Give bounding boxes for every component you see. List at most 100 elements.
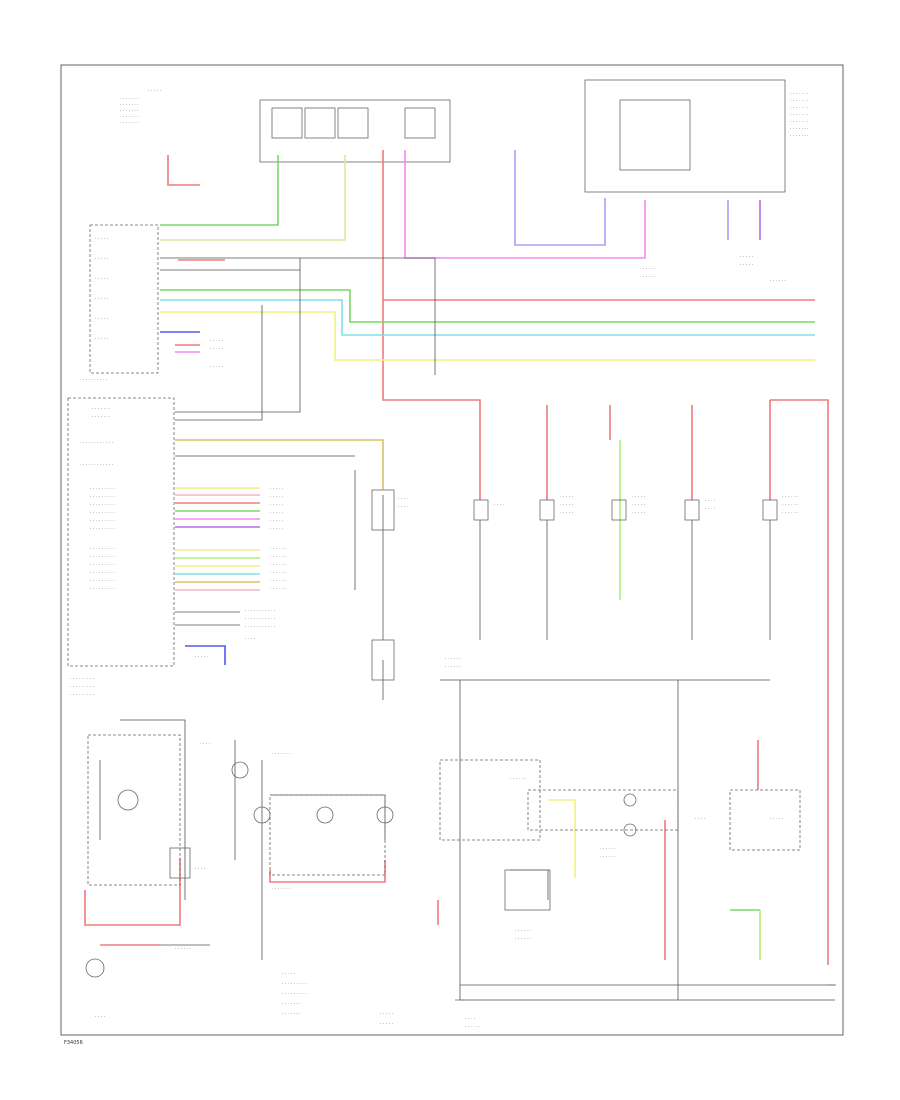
svg-text:· · · · · · · · ·: · · · · · · · · · (90, 527, 114, 532)
svg-text:· · · · ·: · · · · · (632, 495, 645, 500)
svg-text:· · · · · · · · ·: · · · · · · · · · (282, 982, 306, 987)
fuse-block-top: · · · · · · · · · · · · · · · · · · · · … (120, 79, 809, 193)
svg-text:· · · · · ·: · · · · · · (510, 777, 526, 782)
svg-text:· · · ·: · · · · (695, 817, 705, 822)
svg-text:· · · · · ·: · · · · · · (600, 855, 616, 860)
wire-gray (99, 257, 835, 1001)
svg-text:· · · · · · · · ·: · · · · · · · · · (90, 571, 114, 576)
svg-text:· · · · · · · · ·: · · · · · · · · · (90, 487, 114, 492)
svg-text:· · · · · · ·: · · · · · · · (92, 415, 111, 420)
svg-text:· · · · ·: · · · · · (95, 337, 108, 342)
svg-text:· · · · ·: · · · · · (210, 347, 223, 352)
svg-text:· · · · · · · · ·: · · · · · · · · · (90, 503, 114, 508)
svg-text:· · · · ·: · · · · · (195, 655, 208, 660)
svg-text:· · · · ·: · · · · · (95, 257, 108, 262)
wire-lavender (514, 150, 729, 246)
svg-text:· · · · · · ·: · · · · · · · (272, 887, 291, 892)
svg-text:· · · · ·: · · · · · (632, 511, 645, 516)
svg-text:· · · · · · · · ·: · · · · · · · · · (90, 519, 114, 524)
svg-text:· · · · ·: · · · · · (270, 487, 283, 492)
svg-text:· · · · ·: · · · · · (270, 503, 283, 508)
svg-text:· · · · · ·: · · · · · · (175, 947, 191, 952)
svg-text:· · · · · · ·: · · · · · · · (790, 92, 809, 97)
svg-text:· · · · ·: · · · · · (380, 1022, 393, 1027)
svg-text:· · · · ·: · · · · · (560, 511, 573, 516)
svg-text:· · · ·: · · · · (95, 1015, 105, 1020)
svg-text:· · · · · · · · · ·: · · · · · · · · · · (80, 378, 107, 383)
wire-blue (160, 200, 761, 665)
svg-text:· · · ·: · · · · (195, 867, 205, 872)
svg-text:· · · · · ·: · · · · · · (445, 657, 461, 662)
svg-text:· · · · · · · · ·: · · · · · · · · · (70, 685, 94, 690)
svg-text:· · · · · · · · ·: · · · · · · · · · (90, 547, 114, 552)
svg-text:· · · · ·: · · · · · (148, 89, 161, 94)
svg-text:· · · · · ·: · · · · · · (270, 547, 286, 552)
svg-text:· · · · ·: · · · · · (95, 317, 108, 322)
svg-text:· · · · · ·: · · · · · · (270, 587, 286, 592)
svg-text:· · · · · · · · ·: · · · · · · · · · (282, 992, 306, 997)
wire-red-main (84, 150, 829, 965)
svg-text:· · · · · ·: · · · · · · (515, 937, 531, 942)
svg-text:· · · · · · ·: · · · · · · · (282, 1012, 301, 1017)
svg-text:· · · · · ·: · · · · · · (515, 929, 531, 934)
svg-text:· · · · · · ·: · · · · · · · (790, 99, 809, 104)
svg-text:· · · · · ·: · · · · · · (640, 275, 656, 280)
svg-text:· · · · · ·: · · · · · · (445, 665, 461, 670)
svg-text:· · · · ·: · · · · · (270, 519, 283, 524)
svg-text:· · · · · ·: · · · · · · (465, 1025, 481, 1030)
svg-text:· · · · ·: · · · · · (270, 527, 283, 532)
diagram-code: F34056 (64, 1040, 83, 1046)
svg-text:· · · · ·: · · · · · (770, 817, 783, 822)
lamp-bulbs (85, 761, 637, 978)
svg-text:· · · · · ·: · · · · · · (782, 495, 798, 500)
svg-text:· · · · · · ·: · · · · · · · (120, 103, 139, 108)
wire-yellow (160, 155, 815, 878)
svg-text:· · · · · ·: · · · · · · (640, 267, 656, 272)
svg-text:· · · · ·: · · · · · (270, 511, 283, 516)
svg-text:· · · · · · ·: · · · · · · · (120, 97, 139, 102)
svg-text:· · · · ·: · · · · · (210, 365, 223, 370)
svg-text:· · · · · · · · · · ·: · · · · · · · · · · · (245, 609, 275, 614)
svg-text:· · · · · · ·: · · · · · · · (790, 134, 809, 139)
ground-symbols (160, 944, 836, 1001)
svg-text:· · · · · · · · ·: · · · · · · · · · (90, 511, 114, 516)
svg-text:· · · · · · ·: · · · · · · · (790, 127, 809, 132)
svg-text:· · · · ·: · · · · · (95, 277, 108, 282)
svg-text:· · · · · · · · ·: · · · · · · · · · (90, 579, 114, 584)
svg-text:· · · · · ·: · · · · · · (270, 579, 286, 584)
svg-text:· · · · · · · · ·: · · · · · · · · · (90, 563, 114, 568)
svg-text:· · · ·: · · · · (245, 637, 255, 642)
svg-text:· · · · · · ·: · · · · · · · (120, 121, 139, 126)
svg-text:· · · · ·: · · · · · (560, 495, 573, 500)
diagram-frame (60, 64, 844, 1036)
svg-text:· · · ·: · · · · (465, 1017, 475, 1022)
svg-text:· · · · ·: · · · · · (380, 1012, 393, 1017)
component-switches (87, 489, 801, 911)
svg-text:· · · · · · ·: · · · · · · · (120, 115, 139, 120)
svg-text:· · · ·: · · · · (494, 503, 504, 508)
svg-text:· · · · ·: · · · · · (270, 495, 283, 500)
svg-text:· · · · · ·: · · · · · · (770, 279, 786, 284)
svg-text:· · · · · · ·: · · · · · · · (272, 752, 291, 757)
bcm-pin-labels: · · · · · · · · · · · · · · · · · · · · … (245, 487, 286, 630)
svg-text:· · · · · · ·: · · · · · · · (120, 109, 139, 114)
svg-text:· · · · · · · · ·: · · · · · · · · · (90, 495, 114, 500)
svg-text:· · · · · · ·: · · · · · · · (790, 106, 809, 111)
svg-text:· · · · ·: · · · · · (740, 263, 753, 268)
svg-text:· · · · · · · · ·: · · · · · · · · · (70, 693, 94, 698)
svg-text:· · · · ·: · · · · · (210, 339, 223, 344)
svg-text:· · · · · · · · · · ·: · · · · · · · · · · · (245, 617, 275, 622)
svg-text:· · · · · · ·: · · · · · · · (92, 407, 111, 412)
svg-text:· · · · ·: · · · · · (95, 237, 108, 242)
svg-text:· · · · · ·: · · · · · · (782, 511, 798, 516)
wire-multi-bcm (175, 344, 260, 591)
svg-text:· · · · ·: · · · · · (282, 972, 295, 977)
svg-text:· · · ·: · · · · (705, 499, 715, 504)
svg-text:· · · · · · · · ·: · · · · · · · · · (70, 677, 94, 682)
svg-text:· · · · · · · · · · · ·: · · · · · · · · · · · · (80, 463, 113, 468)
svg-text:· · · · · · · · ·: · · · · · · · · · (90, 555, 114, 560)
wire-magenta (404, 150, 646, 259)
component-labels: · · · · · · · · · · · · · · · · · · · · … (95, 255, 798, 1030)
svg-text:· · · · ·: · · · · · (95, 297, 108, 302)
